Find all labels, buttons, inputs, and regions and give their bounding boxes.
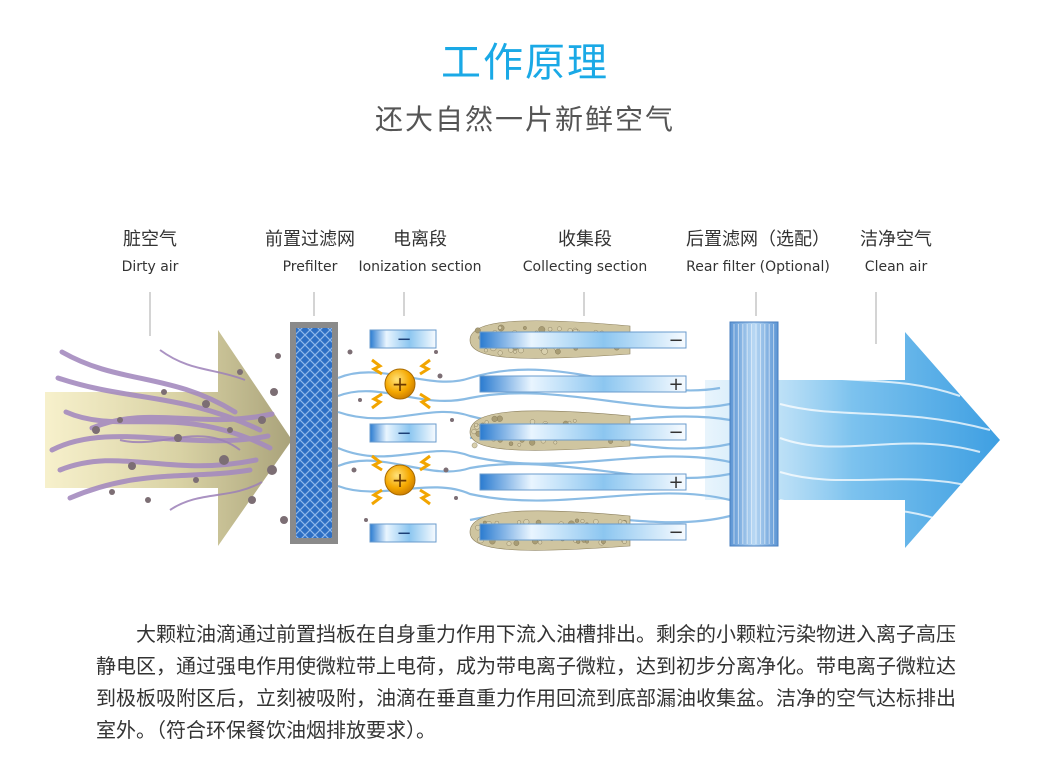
particles bbox=[92, 349, 458, 524]
granule bbox=[555, 348, 561, 355]
plate-sign: + bbox=[668, 472, 683, 493]
ion-sign: + bbox=[392, 372, 409, 396]
description-paragraph: 大颗粒油滴通过前置挡板在自身重力作用下流入油槽排出。剩余的小颗粒污染物进入离子高… bbox=[96, 622, 956, 742]
granule bbox=[496, 415, 503, 422]
clean-airflow-lines bbox=[779, 367, 991, 521]
granule bbox=[573, 418, 577, 423]
granule bbox=[471, 429, 477, 435]
ion-plate-neg-1: − bbox=[369, 329, 437, 350]
granule bbox=[471, 442, 478, 449]
plate-sign: − bbox=[668, 330, 683, 351]
granule bbox=[517, 442, 522, 447]
granule bbox=[497, 350, 503, 356]
ion-plate-neg-2: − bbox=[369, 423, 437, 444]
label-clean-air: 洁净空气 Clean air bbox=[860, 229, 932, 275]
plate-sign: − bbox=[668, 422, 683, 443]
label-dirty-air: 脏空气 Dirty air bbox=[121, 229, 179, 275]
granule bbox=[513, 349, 517, 354]
granule bbox=[508, 441, 514, 446]
ion-plate-neg-3: − bbox=[369, 523, 437, 544]
granule bbox=[529, 439, 536, 446]
collect-plate-pos-1: + bbox=[479, 374, 687, 395]
granule bbox=[529, 419, 536, 425]
granule bbox=[580, 519, 585, 524]
granule bbox=[537, 540, 543, 545]
granule bbox=[483, 348, 488, 353]
label-collecting: 收集段 Collecting section bbox=[522, 229, 648, 275]
granule bbox=[513, 540, 520, 546]
label-prefilter: 前置过滤网 Prefilter bbox=[265, 229, 355, 275]
collect-plate-neg-3: − bbox=[479, 522, 687, 543]
granule bbox=[523, 326, 527, 330]
granule bbox=[553, 440, 558, 445]
page-subtitle: 还大自然一片新鲜空气 bbox=[374, 103, 675, 136]
plate-sign: + bbox=[668, 374, 683, 395]
ion-positive-2: + bbox=[370, 454, 432, 506]
granule bbox=[474, 327, 481, 334]
granule bbox=[541, 348, 548, 355]
granule bbox=[574, 518, 580, 523]
granule bbox=[474, 422, 479, 427]
ion-positive-1: + bbox=[370, 358, 432, 410]
plate-sign: − bbox=[668, 522, 683, 543]
collect-plate-neg-2: − bbox=[479, 422, 687, 443]
granule bbox=[547, 327, 553, 332]
plate-sign: − bbox=[396, 329, 411, 350]
collect-plate-neg-1: − bbox=[479, 330, 687, 351]
granule bbox=[518, 347, 524, 354]
prefilter-panel bbox=[290, 322, 338, 544]
label-ionization: 电离段 Ionization section bbox=[358, 229, 482, 275]
label-rear-filter: 后置滤网（选配） Rear filter (Optional) bbox=[686, 229, 830, 275]
rear-filter-ribs bbox=[733, 324, 775, 544]
granule bbox=[593, 519, 599, 525]
rear-filter-panel bbox=[729, 321, 779, 547]
granule bbox=[557, 326, 562, 332]
granule bbox=[491, 415, 498, 422]
granule bbox=[506, 541, 512, 546]
plate-sign: − bbox=[396, 523, 411, 544]
ion-sign: + bbox=[392, 468, 409, 492]
granule bbox=[498, 325, 502, 330]
page-title: 工作原理 bbox=[441, 40, 609, 86]
collect-plate-pos-2: + bbox=[479, 472, 687, 493]
plate-sign: − bbox=[396, 423, 411, 444]
